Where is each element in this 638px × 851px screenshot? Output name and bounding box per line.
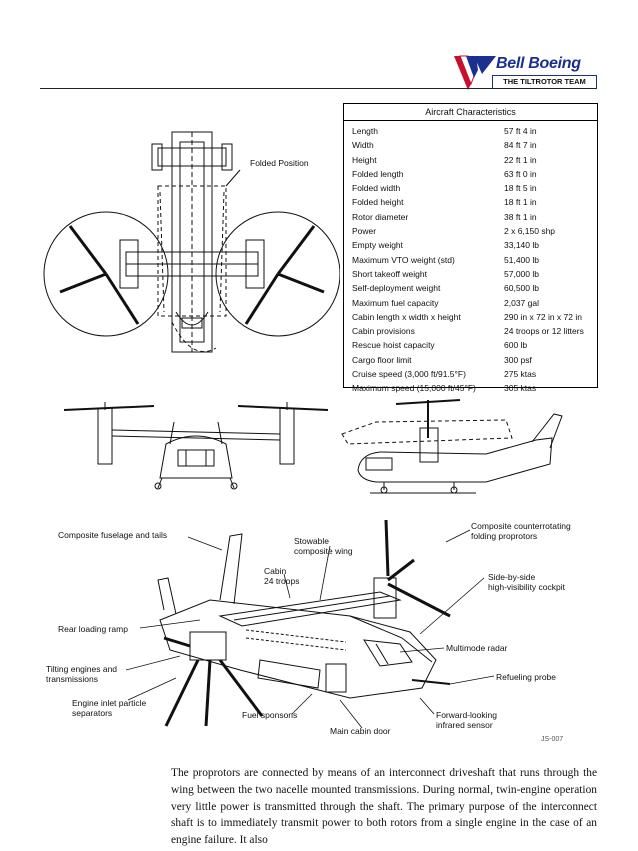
brand-name: Bell Boeing xyxy=(496,55,581,72)
spec-label: Empty weight xyxy=(352,240,404,251)
bell-boeing-logo: Bell Boeing THE TILTROTOR TEAM xyxy=(452,52,600,94)
table-row: Cabin length x width x height 290 in x 72… xyxy=(352,310,594,324)
table-row: Power 2 x 6,150 shp xyxy=(352,224,594,238)
spec-label: Height xyxy=(352,154,377,165)
table-row: Width 84 ft 7 in xyxy=(352,138,594,152)
body-paragraph: The proprotors are connected by means of… xyxy=(171,767,597,847)
table-title: Aircraft Characteristics xyxy=(425,107,516,117)
table-row: Length 57 ft 4 in xyxy=(352,124,594,138)
cutaway-drawing xyxy=(150,520,460,730)
spec-value: 300 psf xyxy=(504,354,532,365)
callout-refueling-probe: Refueling probe xyxy=(496,672,557,682)
table-row: Folded height 18 ft 1 in xyxy=(352,195,594,209)
spec-label: Short takeoff weight xyxy=(352,268,427,279)
spec-label: Self-deployment weight xyxy=(352,283,441,294)
spec-label: Maximum speed (15,000 ft/45°F) xyxy=(352,383,476,394)
table-row: Folded width 18 ft 5 in xyxy=(352,181,594,195)
table-row: Height 22 ft 1 in xyxy=(352,153,594,167)
aircraft-characteristics-table: Aircraft Characteristics Length 57 ft 4 i… xyxy=(343,103,598,393)
front-view-drawing xyxy=(62,398,330,490)
top-view-drawing: Folded Position xyxy=(40,112,340,372)
table-row: Cargo floor limit 300 psf xyxy=(352,353,594,367)
spec-label: Cabin provisions xyxy=(352,326,415,337)
spec-value: 275 ktas xyxy=(504,369,537,380)
callout-leaders xyxy=(0,500,638,750)
callout-composite-fuselage: Composite fuselage and tails xyxy=(58,530,168,540)
spec-value: 38 ft 1 in xyxy=(504,211,537,222)
spec-value: 18 ft 5 in xyxy=(504,183,537,194)
spec-value: 51,400 lb xyxy=(504,254,539,265)
callout-flir: Forward-looking infrared sensor xyxy=(436,710,497,730)
spec-label: Length xyxy=(352,126,378,136)
spec-value: 18 ft 1 in xyxy=(504,197,537,208)
folded-position-label: Folded Position xyxy=(250,158,309,168)
spec-label: Folded width xyxy=(352,183,401,194)
spec-label: Folded length xyxy=(352,168,404,179)
callout-main-cabin-door: Main cabin door xyxy=(330,726,391,736)
callout-counterrotating-proprotors: Composite counterrotating folding propro… xyxy=(471,521,571,541)
table-rows: Length 57 ft 4 in Width 84 ft 7 in Height 22 … xyxy=(352,124,594,396)
spec-label: Cruise speed (3,000 ft/91.5°F) xyxy=(352,369,466,380)
spec-value: 305 ktas xyxy=(504,383,537,394)
spec-label: Cabin length x width x height xyxy=(352,311,461,322)
table-row: Maximum speed (15,000 ft/45°F) 305 ktas xyxy=(352,381,594,395)
logo-v-icon xyxy=(454,55,496,90)
callout-inlet-separators: Engine inlet particle separators xyxy=(72,698,147,718)
spec-value: 57 ft 4 in xyxy=(504,126,537,136)
spec-value: 290 in x 72 in x 72 in xyxy=(504,311,582,322)
table-row: Maximum VTO weight (std) 51,400 lb xyxy=(352,253,594,267)
table-row: Cruise speed (3,000 ft/91.5°F) 275 ktas xyxy=(352,367,594,381)
table-divider xyxy=(344,120,597,121)
spec-label: Cargo floor limit xyxy=(352,354,412,365)
table-row: Short takeoff weight 57,000 lb xyxy=(352,267,594,281)
spec-value: 57,000 lb xyxy=(504,268,539,279)
table-row: Folded length 63 ft 0 in xyxy=(352,167,594,181)
callout-multimode-radar: Multimode radar xyxy=(446,643,508,653)
spec-label: Maximum VTO weight (std) xyxy=(352,254,455,265)
spec-value: 60,500 lb xyxy=(504,283,539,294)
table-row: Rescue hoist capacity 600 lb xyxy=(352,338,594,352)
table-row: Rotor diameter 38 ft 1 in xyxy=(352,210,594,224)
spec-label: Maximum fuel capacity xyxy=(352,297,439,308)
spec-label: Rescue hoist capacity xyxy=(352,340,435,351)
callout-fuel-sponsons: Fuel sponsons xyxy=(242,710,298,720)
spec-label: Rotor diameter xyxy=(352,211,409,222)
table-row: Maximum fuel capacity 2,037 gal xyxy=(352,296,594,310)
brand-tagline: THE TILTROTOR TEAM xyxy=(492,75,597,89)
spec-value: 600 lb xyxy=(504,340,528,351)
header-divider xyxy=(40,88,596,89)
table-row: Empty weight 33,140 lb xyxy=(352,238,594,252)
spec-value: 84 ft 7 in xyxy=(504,140,537,151)
spec-value: 2,037 gal xyxy=(504,297,539,308)
callout-stowable-wing: Stowable composite wing xyxy=(294,536,353,556)
figure-id: JS-007 xyxy=(541,736,564,743)
spec-value: 63 ft 0 in xyxy=(504,168,537,179)
spec-value: 33,140 lb xyxy=(504,240,539,251)
callout-tilting-engines: Tilting engines and transmissions xyxy=(46,664,118,684)
callout-cockpit: Side-by-side high-visibility cockpit xyxy=(488,572,565,592)
side-view-drawing xyxy=(336,398,598,494)
spec-value: 22 ft 1 in xyxy=(504,154,537,165)
callout-rear-ramp: Rear loading ramp xyxy=(58,624,128,634)
spec-value: 2 x 6,150 shp xyxy=(504,226,556,237)
spec-label: Power xyxy=(352,226,377,237)
spec-value: 24 troops or 12 litters xyxy=(504,326,584,337)
spec-label: Width xyxy=(352,140,374,151)
table-row: Self-deployment weight 60,500 lb xyxy=(352,281,594,295)
spec-label: Folded height xyxy=(352,197,404,208)
table-row: Cabin provisions 24 troops or 12 litters xyxy=(352,324,594,338)
callout-cabin: Cabin 24 troops xyxy=(264,566,300,586)
